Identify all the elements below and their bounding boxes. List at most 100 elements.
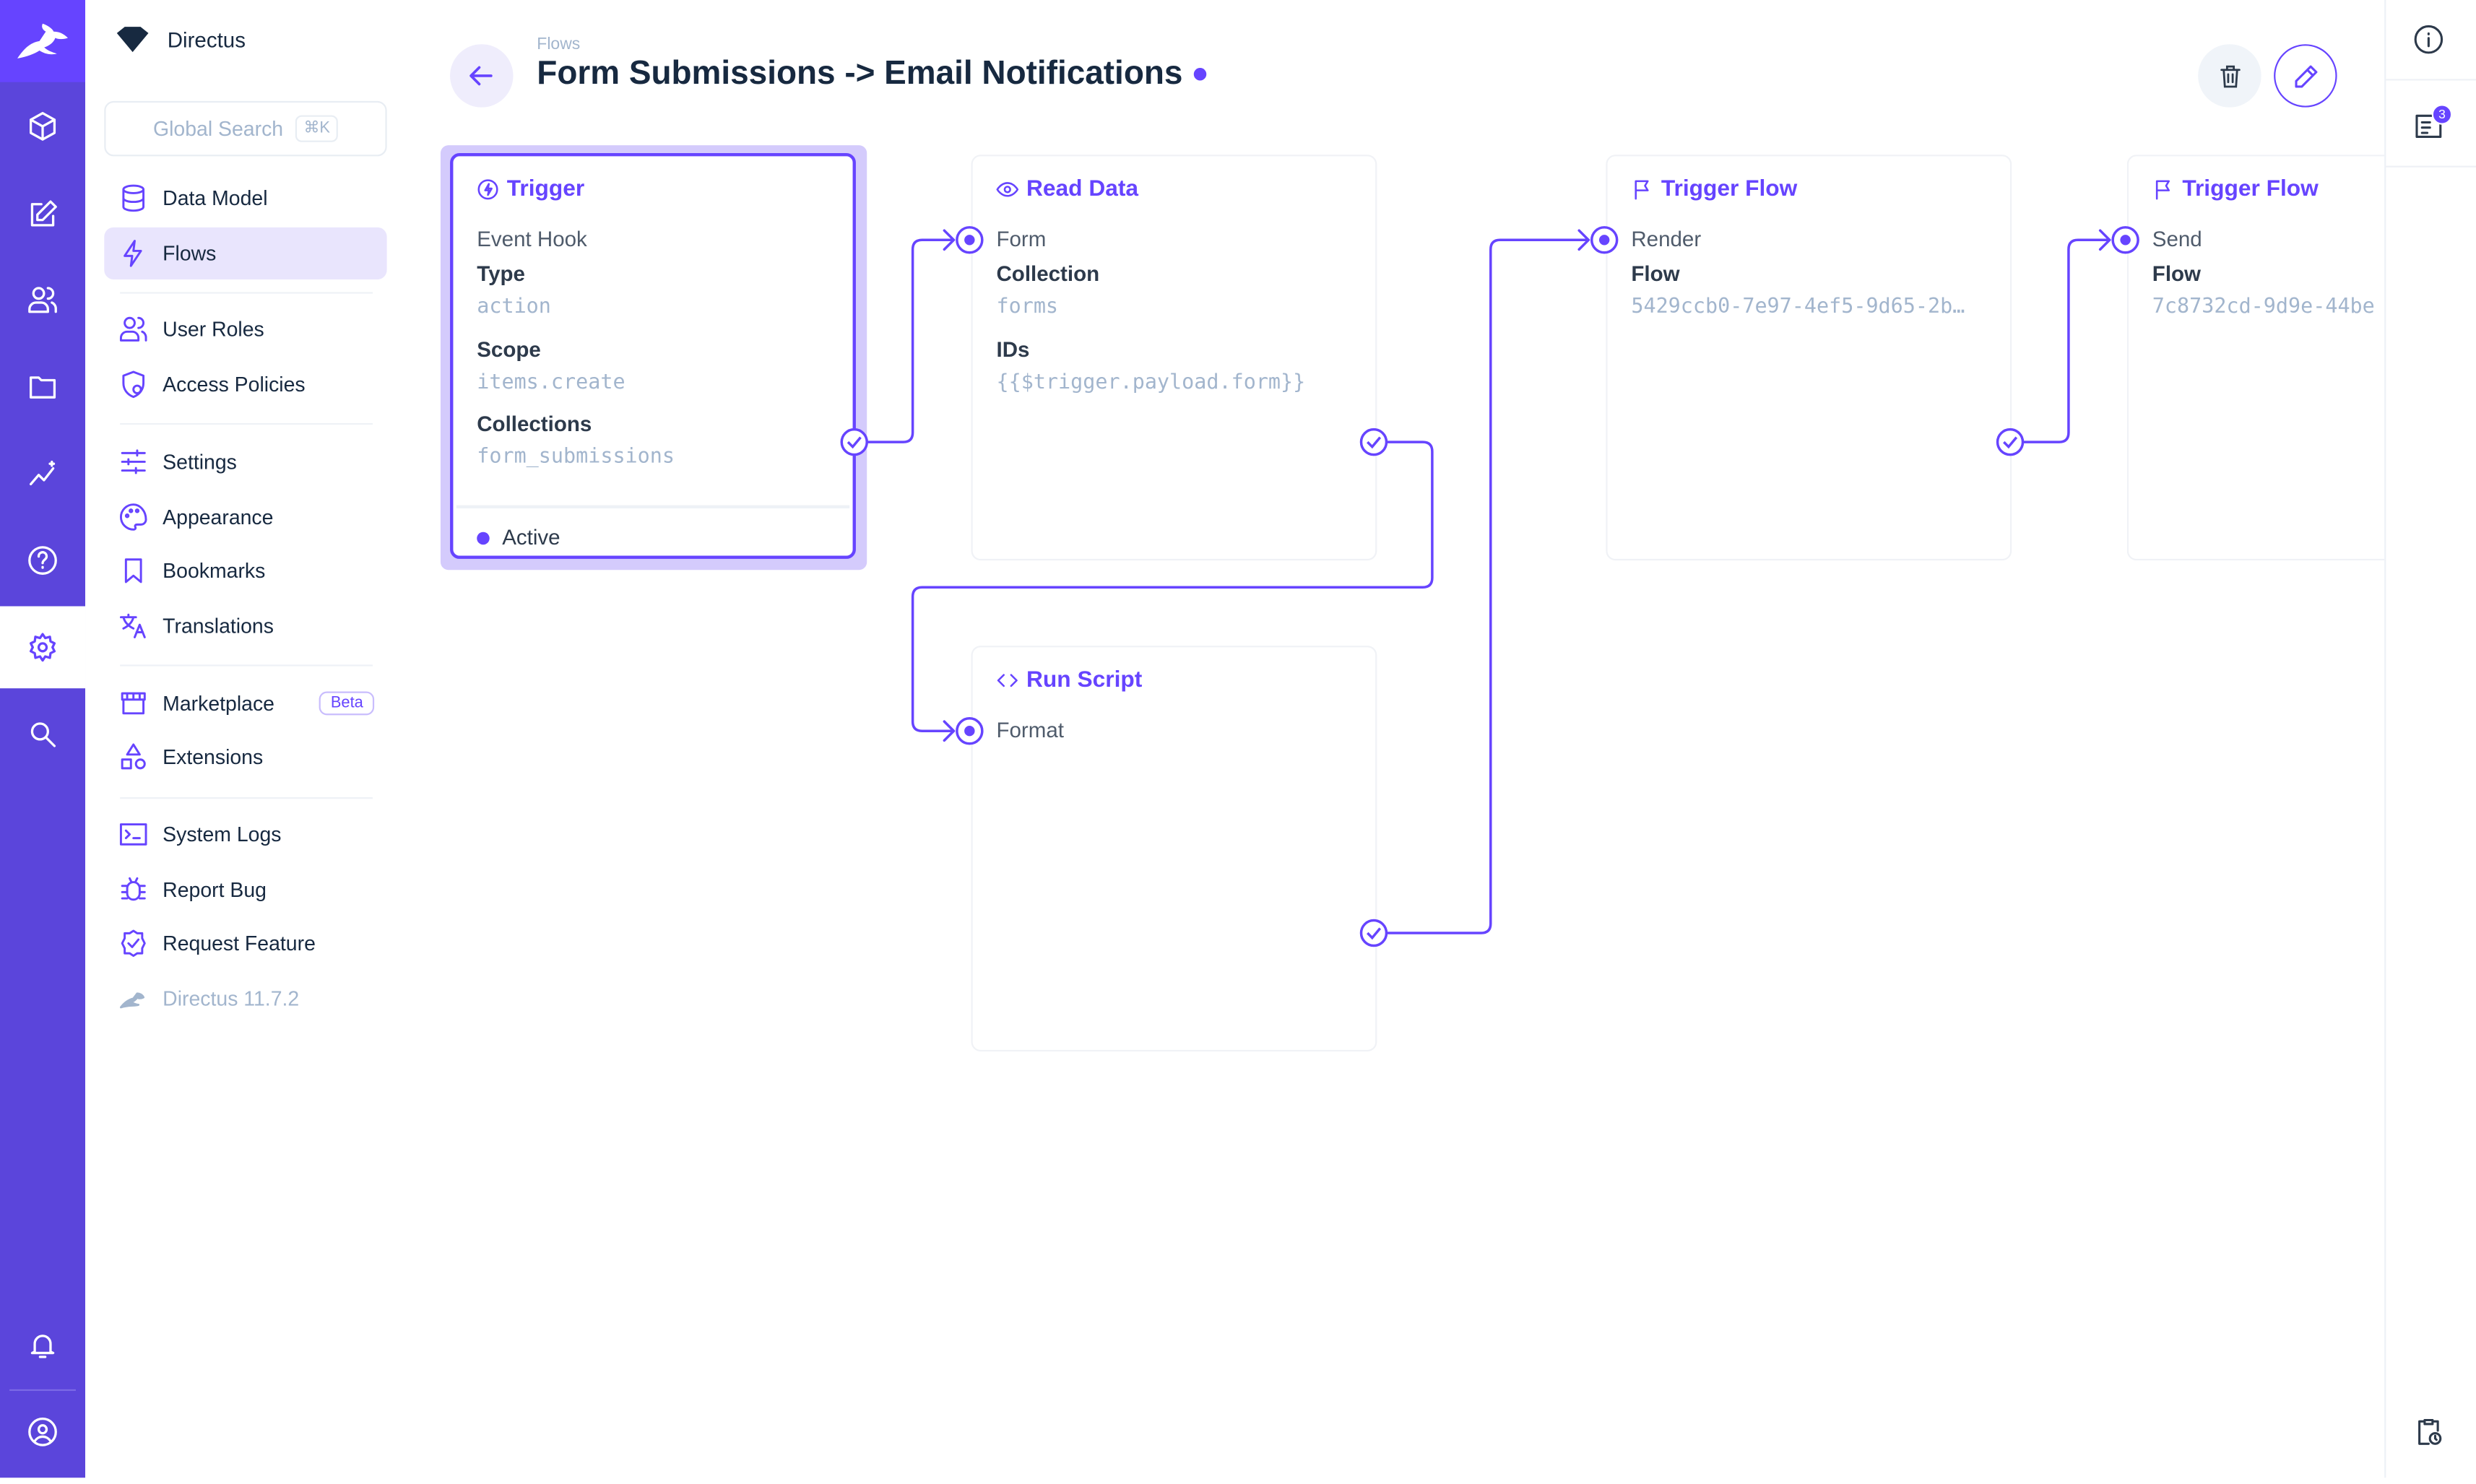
read-data-card[interactable]: Read Data Form Collection forms IDs {{$t… bbox=[971, 155, 1377, 561]
bug-icon bbox=[121, 877, 146, 901]
nav-item-translations[interactable]: Translations bbox=[104, 600, 386, 652]
users-icon bbox=[28, 287, 57, 313]
page-title: Form Submissions -> Email Notifications bbox=[537, 55, 1183, 92]
nav-item-flows[interactable]: Flows bbox=[104, 227, 387, 279]
info-icon bbox=[2414, 25, 2443, 54]
arrow-left-icon bbox=[469, 66, 493, 86]
run-script-card[interactable]: Run Script Format bbox=[971, 646, 1377, 1052]
connector-trigger-to-read-data bbox=[864, 229, 956, 443]
verified-icon bbox=[121, 929, 146, 958]
project-logo-icon bbox=[116, 27, 149, 53]
field-value: action bbox=[477, 295, 551, 319]
nav-item-request-feature[interactable]: Request Feature bbox=[104, 917, 386, 969]
field-label: Scope bbox=[477, 337, 541, 362]
info-button[interactable] bbox=[2413, 24, 2445, 64]
nav-label: Bookmarks bbox=[163, 558, 266, 583]
nav-item-version[interactable]: Directus 11.7.2 bbox=[104, 973, 386, 1025]
eye-icon bbox=[996, 182, 1019, 197]
operation-option: Form bbox=[996, 227, 1047, 251]
status-toggle[interactable]: Active bbox=[477, 526, 560, 550]
nav-divider bbox=[120, 664, 373, 667]
nav-item-extensions[interactable]: Extensions bbox=[104, 731, 386, 783]
nav-item-report-bug[interactable]: Report Bug bbox=[104, 864, 386, 916]
field-label: Type bbox=[477, 261, 525, 286]
card-title-text: Trigger Flow bbox=[2182, 176, 2319, 202]
trigger-flow-card[interactable]: Trigger Flow Render Flow 5429ccb0-7e97-4… bbox=[1606, 155, 2012, 561]
nav-label: Settings bbox=[163, 450, 237, 474]
nav-item-appearance[interactable]: Appearance bbox=[104, 491, 386, 543]
field-label: Collection bbox=[996, 261, 1100, 286]
clipboard-clock-icon bbox=[2418, 1418, 2442, 1445]
field-label: IDs bbox=[996, 337, 1030, 362]
nav-item-settings[interactable]: Settings bbox=[104, 435, 386, 487]
content-module-button[interactable] bbox=[0, 85, 85, 168]
card-title: Trigger Flow bbox=[2152, 177, 2319, 202]
field-value: forms bbox=[996, 295, 1059, 319]
page-title-row: Form Submissions -> Email Notifications bbox=[537, 55, 1207, 93]
nav-item-user-roles[interactable]: User Roles bbox=[104, 303, 386, 355]
field-label: Flow bbox=[1631, 261, 1680, 286]
nav-label: Translations bbox=[163, 614, 274, 638]
trigger-flow-card-clip: Trigger Flow Send Flow 7c8732cd-9d9e-44b… bbox=[2126, 155, 2385, 561]
field-value: 7c8732cd-9d9e-44be bbox=[2152, 295, 2375, 319]
status-dot bbox=[477, 531, 490, 544]
connector-run-script-to-trigger-flow bbox=[1385, 229, 1590, 934]
logs-button[interactable]: 3 bbox=[2413, 104, 2453, 150]
folder-icon bbox=[29, 376, 56, 399]
project-header[interactable]: Directus bbox=[116, 25, 246, 53]
active-status-dot bbox=[1193, 68, 1207, 81]
field-label: Collections bbox=[477, 412, 592, 436]
nav-divider bbox=[120, 422, 373, 425]
back-button[interactable] bbox=[450, 44, 514, 108]
delete-flow-button[interactable] bbox=[2198, 44, 2261, 108]
rail-divider bbox=[9, 1389, 76, 1392]
files-module-button[interactable] bbox=[0, 346, 85, 428]
nav-item-access-policies[interactable]: Access Policies bbox=[104, 358, 386, 410]
bell-icon bbox=[30, 1335, 55, 1358]
search-module-button[interactable] bbox=[0, 693, 85, 776]
trigger-option: Event Hook bbox=[477, 227, 587, 251]
users-module-button[interactable] bbox=[0, 259, 85, 342]
terminal-icon bbox=[119, 823, 147, 846]
database-icon bbox=[122, 184, 145, 212]
directus-logo[interactable] bbox=[0, 0, 86, 82]
editor-module-button[interactable] bbox=[0, 173, 85, 256]
version-label: Directus 11.7.2 bbox=[163, 986, 300, 1011]
translate-icon bbox=[119, 613, 146, 638]
connector-trigger-flow-to-trigger-flow bbox=[2020, 229, 2111, 443]
settings-module-button[interactable] bbox=[0, 606, 86, 689]
nav-item-data-model[interactable]: Data Model bbox=[104, 172, 386, 224]
pencil-icon bbox=[2294, 64, 2317, 87]
clipboard-button[interactable] bbox=[2413, 1416, 2445, 1456]
search-placeholder: Global Search bbox=[152, 116, 284, 141]
cube-icon bbox=[29, 112, 56, 141]
notifications-button[interactable] bbox=[0, 1304, 85, 1387]
operation-option: Send bbox=[2152, 227, 2202, 251]
beta-badge: Beta bbox=[319, 691, 375, 716]
insights-icon bbox=[29, 460, 56, 486]
nav-label: Flows bbox=[163, 241, 217, 266]
help-module-button[interactable] bbox=[0, 519, 85, 602]
nav-item-system-logs[interactable]: System Logs bbox=[104, 808, 386, 860]
trigger-card[interactable]: Trigger Event Hook Type action Scope ite… bbox=[450, 153, 856, 559]
card-title-text: Trigger Flow bbox=[1661, 176, 1798, 202]
global-search-input[interactable]: Global Search ⌘K bbox=[104, 100, 387, 157]
flag-icon bbox=[1635, 180, 1649, 200]
edit-flow-button[interactable] bbox=[2274, 44, 2337, 108]
nav-item-bookmarks[interactable]: Bookmarks bbox=[104, 544, 386, 596]
nav-label: Appearance bbox=[163, 505, 274, 529]
nav-divider bbox=[120, 797, 373, 799]
card-title: Run Script bbox=[996, 668, 1142, 693]
nav-label: User Roles bbox=[163, 317, 264, 342]
edit-icon bbox=[30, 200, 57, 227]
insights-module-button[interactable] bbox=[0, 433, 85, 515]
breadcrumb[interactable]: Flows bbox=[537, 35, 581, 54]
flag-icon bbox=[2155, 180, 2170, 200]
account-button[interactable] bbox=[0, 1391, 85, 1473]
card-title-text: Run Script bbox=[1026, 667, 1143, 693]
card-title: Trigger Flow bbox=[1631, 177, 1797, 202]
trash-icon bbox=[2220, 64, 2240, 87]
trigger-flow-card[interactable]: Trigger Flow Send Flow 7c8732cd-9d9e-44b… bbox=[2126, 155, 2385, 561]
card-title-text: Trigger bbox=[506, 176, 585, 202]
